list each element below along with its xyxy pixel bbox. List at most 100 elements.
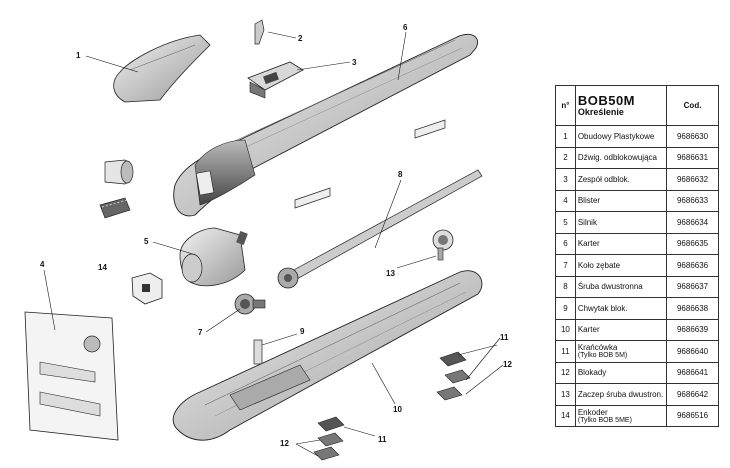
callout-12b: 12	[280, 439, 289, 448]
header-desc-label: Określenie	[577, 106, 624, 117]
callout-1: 1	[76, 51, 81, 60]
part-motor	[179, 227, 248, 287]
row-name: Krańcówka(Tylko BOB 5M)	[574, 340, 668, 363]
row-name-sub: (Tylko BOB 5ME)	[577, 416, 632, 424]
row-name: Obudowy Plastykowe	[574, 125, 668, 148]
callout-13: 13	[386, 269, 395, 278]
row-number: 5	[555, 211, 576, 234]
row-code: 9686640	[666, 340, 719, 363]
part-encoder	[131, 272, 163, 305]
callout-5: 5	[144, 237, 149, 246]
callout-9: 9	[300, 327, 305, 336]
callout-6: 6	[403, 23, 408, 32]
row-code: 9686631	[666, 146, 719, 169]
row-number: 7	[555, 254, 576, 277]
row-code: 9686516	[666, 404, 719, 427]
row-name: Dźwig. odblokowująca	[574, 146, 668, 169]
callout-3: 3	[352, 58, 357, 67]
callout-11a: 11	[500, 333, 509, 342]
callout-7: 7	[198, 328, 203, 337]
row-name-main: Enkoder	[577, 407, 608, 417]
callout-8: 8	[398, 170, 403, 179]
row-code: 9686639	[666, 318, 719, 341]
row-code: 9686638	[666, 297, 719, 320]
part-release-lever	[254, 19, 265, 45]
row-code: 9686633	[666, 189, 719, 212]
row-code: 9686637	[666, 275, 719, 298]
header-code: Cod.	[666, 85, 719, 126]
row-number: 13	[555, 383, 576, 406]
row-code: 9686641	[666, 361, 719, 384]
row-code: 9686635	[666, 232, 719, 255]
part-upper-housing	[173, 34, 478, 217]
callout-2: 2	[298, 34, 303, 43]
row-name: Chwytak blok.	[574, 297, 668, 320]
part-plate-b	[294, 187, 331, 209]
row-number: 12	[555, 361, 576, 384]
parts-table-header: n° BOB50M Określenie Cod.	[555, 85, 719, 126]
part-gear	[234, 293, 266, 315]
row-number: 10	[555, 318, 576, 341]
row-name: Blister	[574, 189, 668, 212]
part-shaft-hook	[432, 229, 454, 261]
row-name: Zaczep śruba dwustron.	[574, 383, 668, 406]
row-name: Karter	[574, 318, 668, 341]
row-name: Karter	[574, 232, 668, 255]
part-screw-shaft	[277, 169, 483, 289]
part-lock-grip	[253, 339, 263, 365]
part-limit-switch-right	[439, 351, 467, 367]
callout-11b: 11	[378, 435, 387, 444]
part-plate-a	[414, 119, 446, 139]
row-code: 9686632	[666, 168, 719, 191]
row-number: 8	[555, 275, 576, 298]
row-code: 9686636	[666, 254, 719, 277]
part-terminal-block	[99, 197, 131, 219]
row-code: 9686630	[666, 125, 719, 148]
row-number: 1	[555, 125, 576, 148]
header-number: n°	[555, 85, 576, 126]
part-release-unit	[247, 61, 304, 99]
row-number: 3	[555, 168, 576, 191]
leader-lines	[43, 31, 504, 457]
callout-12a: 12	[503, 360, 512, 369]
row-number: 14	[555, 404, 576, 427]
row-name: Zespół odblok.	[574, 168, 668, 191]
row-name-main: Krańcówka	[577, 343, 618, 353]
callout-4: 4	[40, 260, 45, 269]
row-number: 11	[555, 340, 576, 363]
header-model: BOB50M	[577, 92, 636, 108]
row-number: 9	[555, 297, 576, 320]
row-code: 9686634	[666, 211, 719, 234]
row-number: 4	[555, 189, 576, 212]
exploded-parts-diagram: 1 2 3 4 5 6 7 8 9 10 11 11 12 12 13 14	[24, 19, 512, 461]
row-name: Silnik	[574, 211, 668, 234]
part-lower-housing	[172, 270, 483, 441]
row-code: 9686642	[666, 383, 719, 406]
part-stoppers-bottom	[313, 432, 344, 461]
header-description: BOB50M Określenie	[574, 85, 668, 126]
callout-14: 14	[98, 263, 107, 272]
part-stoppers-right	[436, 369, 471, 401]
part-blister	[24, 311, 119, 441]
row-number: 6	[555, 232, 576, 255]
row-name: Koło zębate	[574, 254, 668, 277]
row-name: Śruba dwustronna	[574, 275, 668, 298]
callout-10: 10	[393, 405, 402, 414]
part-cylinder	[104, 159, 134, 185]
row-name: Blokady	[574, 361, 668, 384]
part-limit-switch-bottom	[317, 416, 345, 432]
